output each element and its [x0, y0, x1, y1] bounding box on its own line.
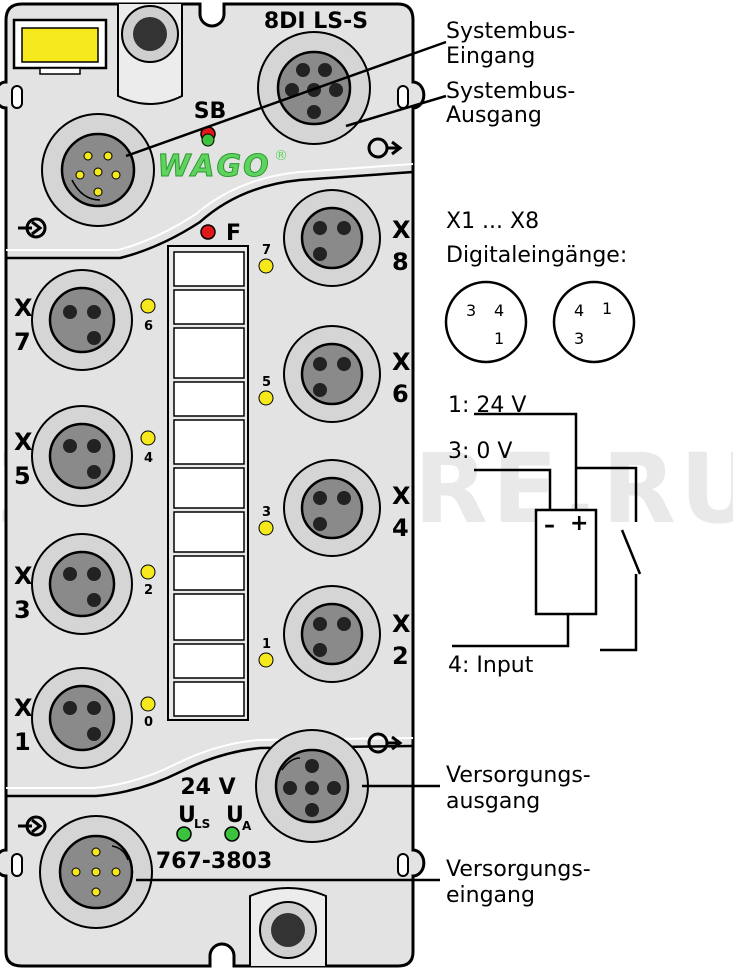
port-x4: [283, 459, 381, 557]
channel-led-6-num: 6: [144, 319, 153, 334]
channel-led-1-num: 1: [262, 637, 271, 652]
port-label-x1-x: X: [14, 694, 33, 722]
port-label-x8-x: X: [392, 216, 411, 244]
fault-label: F: [226, 221, 241, 246]
port-label-x6-x: X: [392, 348, 411, 376]
port-label-x5-num: 5: [14, 462, 31, 490]
left-channel-leds: 6 4 2 0: [140, 298, 156, 730]
channel-led-3: [258, 520, 274, 536]
wiring-pin3: 3: 0 V: [448, 439, 512, 464]
channel-led-3-num: 3: [262, 505, 271, 520]
supply-voltage: 24 V: [180, 775, 235, 800]
wiring-schematic: [452, 412, 642, 652]
top-screw: [117, 4, 183, 105]
ua-sub: A: [242, 819, 252, 833]
sensor-plus: +: [570, 511, 588, 536]
port-label-x6-num: 6: [392, 380, 409, 408]
port-label-x8-num: 8: [392, 248, 409, 276]
article-number: 767-3803: [156, 849, 272, 874]
port-label-x7-num: 7: [14, 328, 31, 356]
sb-label: SB: [194, 99, 227, 124]
sb-led-green: [201, 133, 215, 147]
legend-type: Digitaleingänge:: [446, 243, 627, 268]
callout-systembus-out-1: Systembus-: [446, 79, 575, 104]
port-x7: [31, 269, 133, 371]
callout-lines: [125, 40, 447, 882]
channel-led-2: [140, 564, 156, 580]
channel-led-4: [140, 430, 156, 446]
channel-led-2-num: 2: [144, 583, 153, 598]
uls-main: U: [178, 803, 196, 828]
uls-label: U: [178, 803, 196, 828]
port-label-x1-num: 1: [14, 728, 31, 756]
port-x6: [283, 325, 381, 423]
channel-led-5: [258, 390, 274, 406]
callout-supply-in-1: Versorgungs-: [446, 857, 591, 882]
callout-supply-out-2: ausgang: [446, 789, 540, 814]
wago-logo: WAGO: [157, 149, 270, 184]
right-port-labels: X 8 X 6 X 4 X 2: [392, 216, 411, 670]
port-x3: [31, 533, 133, 635]
supply-out-connector: [255, 729, 369, 843]
channel-led-0-num: 0: [144, 715, 153, 730]
bus-in-arrow-icon: [18, 217, 47, 239]
port-label-x4-x: X: [392, 482, 411, 510]
wago-registered-mark: ®: [274, 148, 288, 164]
callout-systembus-in-2: Eingang: [446, 44, 535, 69]
port-label-x7-x: X: [14, 294, 33, 322]
pinout-a-pin-3: 3: [466, 301, 476, 320]
pinout-b-pin-1: 1: [602, 299, 612, 318]
port-x2: [283, 585, 381, 683]
pinout-a-pin-4: 4: [494, 301, 504, 320]
callout-supply-in-2: eingang: [446, 883, 535, 908]
bottom-screw: [249, 887, 327, 966]
supply-in-arrow-icon: [18, 815, 47, 837]
callout-supply-out-1: Versorgungs-: [446, 763, 591, 788]
callout-systembus-in-1: Systembus-: [446, 19, 575, 44]
wiring-pin1: 1: 24 V: [448, 393, 526, 418]
supply-in-connector: [39, 815, 153, 929]
uls-sub: LS: [194, 817, 210, 831]
port-label-x2-num: 2: [392, 642, 409, 670]
port-label-x5-x: X: [14, 428, 33, 456]
sensor-minus: –: [544, 513, 555, 538]
module-model: 8DI LS-S: [264, 9, 368, 34]
pinout-b: 4 1 3: [552, 280, 636, 364]
channel-led-6: [140, 298, 156, 314]
channel-led-7-num: 7: [262, 243, 271, 258]
channel-led-0: [140, 696, 156, 712]
port-label-x2-x: X: [392, 610, 411, 638]
pinout-b-pin-3: 3: [574, 329, 584, 348]
ua-main: U: [226, 803, 244, 828]
port-x1: [31, 667, 133, 769]
channel-led-7: [258, 258, 274, 274]
pinout-a-pin-1: 1: [494, 329, 504, 348]
right-channel-leds: 7 5 3 1: [258, 243, 274, 668]
pinout-a: 3 4 1: [444, 280, 528, 364]
port-x8: [283, 189, 381, 287]
pinout-b-pin-4: 4: [574, 301, 584, 320]
port-x5: [31, 405, 133, 507]
systembus-in-connector: [41, 113, 155, 227]
uls-led: [176, 826, 192, 842]
supply-out-arrow-icon: [367, 732, 403, 754]
port-label-x4-num: 4: [392, 514, 409, 542]
left-port-labels: X 7 X 5 X 3 X 1: [14, 294, 33, 756]
legend-range: X1 ... X8: [446, 209, 539, 234]
channel-led-5-num: 5: [262, 375, 271, 390]
wiring-pin4: 4: Input: [448, 653, 534, 678]
ua-label: U: [226, 803, 244, 828]
port-label-x3-num: 3: [14, 596, 31, 624]
label-strip: [167, 245, 249, 721]
bus-out-arrow-icon: [367, 137, 403, 159]
fault-led: [200, 224, 216, 240]
label-slot: [12, 18, 108, 75]
channel-led-4-num: 4: [144, 451, 153, 466]
callout-systembus-out-2: Ausgang: [446, 103, 542, 128]
port-label-x3-x: X: [14, 562, 33, 590]
channel-led-1: [258, 652, 274, 668]
ua-led: [224, 826, 240, 842]
